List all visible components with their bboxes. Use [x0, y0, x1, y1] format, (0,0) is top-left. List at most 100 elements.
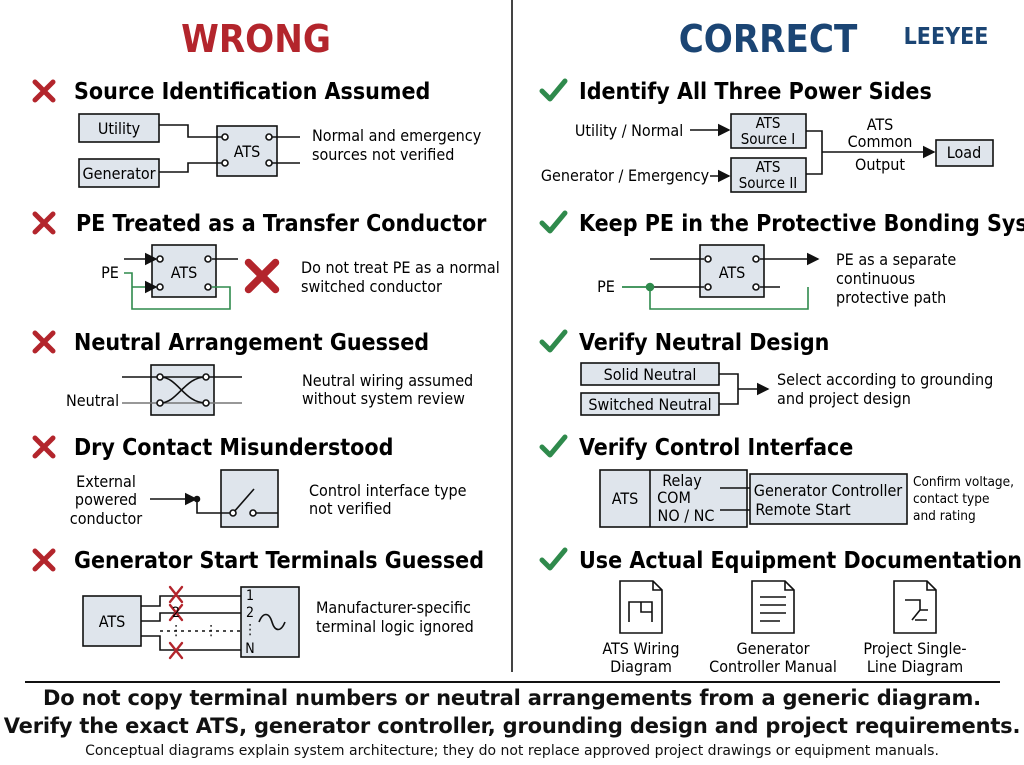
manual-icon — [751, 580, 795, 634]
c3-note-2: and project design — [777, 389, 911, 408]
correct-1-diagram — [690, 113, 994, 193]
c1-source2-a: ATS — [756, 158, 781, 176]
correct-header: CORRECT — [679, 17, 858, 61]
w2-note-1: Do not treat PE as a normal — [301, 258, 500, 277]
correct-5-title: Use Actual Equipment Documentation — [579, 548, 1022, 574]
wrong-5-title: Generator Start Terminals Guessed — [74, 548, 484, 574]
c1-output-3: Output — [855, 155, 905, 174]
w5-dots-2: ⋮ — [205, 623, 218, 639]
wrong-2-title: PE Treated as a Transfer Conductor — [76, 211, 487, 237]
w5-terminal-n: N — [245, 641, 254, 657]
wrong-5-diagram — [82, 586, 300, 658]
w5-note-2: terminal logic ignored — [316, 617, 474, 636]
disclaimer-line: Conceptual diagrams explain system archi… — [85, 743, 939, 759]
correct-2-title: Keep PE in the Protective Bonding System — [579, 211, 1024, 237]
w2-ats-label: ATS — [171, 263, 198, 282]
correct-1-title: Identify All Three Power Sides — [579, 79, 932, 105]
c1-output-2: Common — [848, 132, 913, 151]
w4-note-1: Control interface type — [309, 481, 467, 500]
c1-source1-b: Source I — [741, 130, 796, 148]
w2-note-2: switched conductor — [301, 277, 442, 296]
w5-terminal-2b: 2 — [246, 605, 254, 621]
wrong-x-icon — [35, 333, 53, 351]
wrong-4-title: Dry Contact Misunderstood — [74, 435, 393, 461]
c2-note-3: protective path — [836, 288, 946, 307]
c2-pe-label: PE — [597, 277, 615, 296]
wrong-4-diagram — [150, 469, 279, 528]
correct-check-icon — [542, 213, 565, 231]
w4-external-3: conductor — [70, 509, 142, 528]
w5-dots: ⋮ — [170, 623, 183, 639]
c5-doc3-b: Line Diagram — [867, 657, 963, 676]
c4-note-2: contact type — [913, 491, 989, 507]
c1-source2-b: Source II — [739, 174, 798, 192]
wrong-x-icon — [35, 438, 53, 456]
w2-pe-label: PE — [101, 263, 119, 282]
correct-2-diagram — [622, 244, 820, 310]
w3-note-2: without system review — [302, 389, 465, 408]
correct-3-title: Verify Neutral Design — [579, 330, 829, 356]
c4-note-3: and rating — [913, 508, 976, 524]
c1-source1-a: ATS — [756, 114, 781, 132]
wrong-x-icon — [35, 214, 53, 232]
w1-note-1: Normal and emergency — [312, 126, 482, 145]
c5-doc1-b: Diagram — [610, 657, 672, 676]
wrong-3-diagram — [122, 364, 242, 416]
w4-external-2: powered — [75, 490, 137, 509]
c4-com-label: COM — [657, 488, 691, 507]
c4-note-1: Confirm voltage, — [913, 474, 1014, 490]
w4-note-2: not verified — [309, 499, 392, 518]
c4-nonc-label: NO / NC — [658, 506, 715, 525]
c2-note-1: PE as a separate — [836, 250, 956, 269]
c4-gc-1: Generator Controller — [754, 481, 903, 500]
w5-terminal-crosses — [168, 585, 184, 660]
c4-relay-label: Relay — [662, 471, 702, 490]
c5-doc1-a: ATS Wiring — [602, 639, 679, 658]
c4-gc-2: Remote Start — [755, 500, 851, 519]
w1-ats-label: ATS — [234, 142, 261, 161]
wrong-1-diagram — [78, 113, 300, 188]
warning-line-2: Verify the exact ATS, generator controll… — [3, 714, 1021, 738]
c1-output-1: ATS — [867, 115, 894, 134]
wrong-3-title: Neutral Arrangement Guessed — [74, 330, 429, 356]
w5-terminal-1: 1 — [246, 588, 254, 604]
c2-ats-label: ATS — [719, 263, 746, 282]
w5-note-1: Manufacturer-specific — [316, 598, 471, 617]
correct-check-icon — [542, 81, 565, 99]
wrong-1-title: Source Identification Assumed — [74, 79, 430, 105]
c5-doc2-b: Controller Manual — [709, 657, 837, 676]
c5-doc3-a: Project Single- — [863, 639, 966, 658]
single-line-diagram-icon — [893, 580, 937, 634]
w1-utility-label: Utility — [98, 119, 141, 138]
correct-check-icon — [542, 550, 565, 568]
wrong-2-diagram — [124, 244, 238, 310]
w3-note-1: Neutral wiring assumed — [302, 371, 473, 390]
wrong-x-icon — [249, 263, 276, 290]
c3-solid-neutral: Solid Neutral — [604, 365, 697, 384]
correct-3-diagram — [580, 362, 770, 416]
document-icon — [619, 580, 663, 634]
c2-note-2: continuous — [836, 269, 915, 288]
w5-terminal-2: 2 — [172, 605, 180, 621]
correct-check-icon — [542, 437, 565, 455]
correct-4-title: Verify Control Interface — [579, 435, 853, 461]
c4-ats-label: ATS — [612, 489, 639, 508]
wrong-x-icon — [35, 551, 53, 569]
w1-note-2: sources not verified — [312, 145, 454, 164]
w1-generator-label: Generator — [82, 164, 155, 183]
w4-external-1: External — [76, 472, 136, 491]
correct-4-diagram — [599, 469, 908, 528]
w5-dots-3: ⋮ — [244, 622, 257, 638]
c1-generator-label: Generator / Emergency — [541, 166, 710, 185]
brand-logo: LEEYEE — [904, 24, 989, 50]
c5-doc2-a: Generator — [736, 639, 809, 658]
c3-switched-neutral: Switched Neutral — [588, 395, 711, 414]
wrong-header: WRONG — [181, 17, 331, 61]
correct-check-icon — [542, 332, 565, 350]
w3-neutral-label: Neutral — [66, 391, 119, 410]
w5-ats-label: ATS — [99, 612, 126, 631]
c1-load-label: Load — [947, 143, 982, 162]
wrong-x-icon — [35, 82, 53, 100]
warning-line-1: Do not copy terminal numbers or neutral … — [43, 686, 981, 710]
